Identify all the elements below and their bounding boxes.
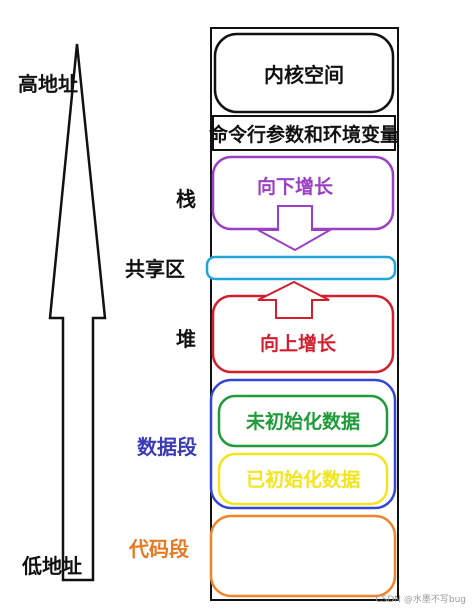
- code-segment-box: [209, 514, 397, 598]
- heap-grow-label: 向上增长: [260, 332, 337, 355]
- init-data-label: 已初始化数据: [246, 468, 360, 491]
- shared-label: 共享区: [125, 257, 185, 281]
- args-env-box: [212, 115, 396, 151]
- address-arrow: [48, 43, 107, 582]
- uninit-data-label: 未初始化数据: [245, 410, 360, 433]
- shared-region-box: [205, 255, 397, 281]
- args-env-label: 命令行参数和环境变量: [209, 123, 399, 146]
- init-data-box: [217, 452, 389, 506]
- stack-down-arrow: [257, 205, 334, 252]
- low-address-label: 低地址: [21, 554, 82, 578]
- code-segment-label: 代码段: [128, 537, 189, 561]
- watermark: CSDN @水墨不写bug: [375, 595, 466, 605]
- kernel-space-label: 内核空间: [264, 63, 344, 87]
- high-address-label: 高地址: [18, 72, 78, 96]
- heap-up-arrow: [257, 280, 330, 319]
- stack-label: 栈: [176, 187, 196, 211]
- heap-label: 堆: [176, 327, 196, 351]
- kernel-space-box: [213, 32, 395, 114]
- stack-grow-label: 向下增长: [257, 175, 334, 198]
- uninit-data-box: [217, 394, 389, 448]
- memory-column: [210, 27, 399, 601]
- data-segment-label: 数据段: [137, 435, 197, 459]
